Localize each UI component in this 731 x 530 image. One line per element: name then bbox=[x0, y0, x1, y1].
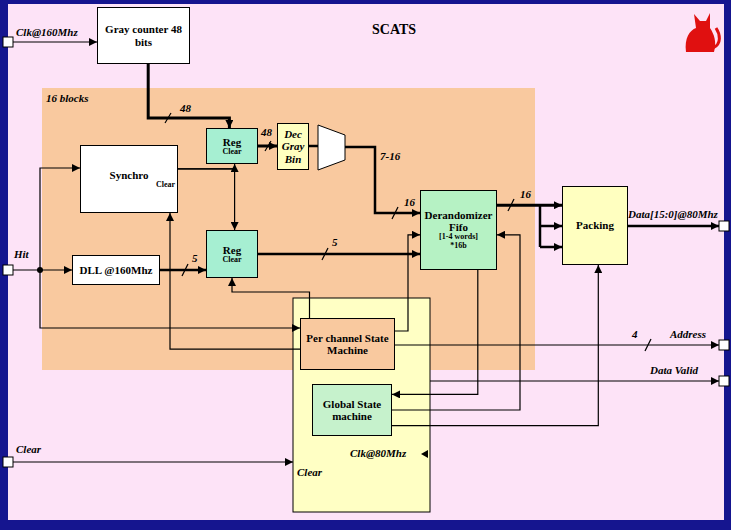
signal-connector bbox=[258, 253, 420, 256]
logic-block: Per channel State Machine bbox=[300, 318, 395, 370]
bus-wire bbox=[309, 145, 318, 148]
address-wire bbox=[395, 344, 719, 345]
port-square bbox=[719, 221, 729, 231]
port-square bbox=[3, 265, 13, 275]
logic-block: RegClear bbox=[206, 128, 258, 164]
signal-label: Data Valid bbox=[650, 364, 698, 376]
logic-block: SynchroClear bbox=[80, 145, 178, 213]
block-heading: 16 blocks bbox=[46, 92, 88, 104]
junction-dot bbox=[37, 267, 43, 273]
signal-connector bbox=[395, 235, 420, 331]
region-fill bbox=[8, 4, 724, 520]
cat-icon bbox=[686, 13, 720, 52]
data-out-wire bbox=[628, 225, 719, 228]
logic-block: RegClear bbox=[206, 230, 258, 278]
block-text: Reg bbox=[223, 244, 241, 256]
block-text: Dec Gray Bin bbox=[279, 128, 307, 164]
bus-slash bbox=[322, 248, 328, 260]
bus-slash bbox=[265, 141, 271, 151]
block-heading: Clk@80Mhz bbox=[350, 447, 406, 459]
block-text: Per channel State Machine bbox=[303, 332, 392, 356]
signal-connector bbox=[392, 265, 598, 426]
region-fill bbox=[42, 88, 535, 370]
clock-arrow bbox=[421, 450, 428, 458]
bus-wire bbox=[539, 205, 542, 247]
signal-label: 16 bbox=[520, 188, 531, 200]
signal-label: 48 bbox=[261, 126, 272, 138]
signal-label: 4 bbox=[632, 328, 638, 340]
bus-slash bbox=[165, 113, 171, 123]
block-text: *16b bbox=[450, 242, 466, 251]
bus-slash bbox=[392, 207, 398, 219]
bus-slash bbox=[508, 199, 514, 211]
logic-block: Global State machine bbox=[312, 384, 392, 436]
region-fills bbox=[8, 4, 724, 520]
block-text: Synchro bbox=[110, 169, 149, 181]
signal-label: Clk@160Mhz bbox=[16, 26, 78, 38]
port-square bbox=[719, 376, 729, 386]
block-text: Derandomizer Fifo bbox=[422, 209, 495, 233]
channel-band: 16 blocksSynchroClearDLL @160MhzRegClear… bbox=[42, 88, 535, 370]
block-text: Clear bbox=[222, 256, 241, 265]
block-text: Reg bbox=[223, 136, 241, 148]
clear-wire bbox=[13, 461, 293, 462]
signal-connector bbox=[148, 64, 229, 128]
block-text: [1-4 words] bbox=[439, 233, 478, 242]
signal-connector bbox=[258, 145, 277, 148]
control-block: Clear Clk@80Mhz Per channel State MachineG… bbox=[293, 298, 430, 512]
static-wires bbox=[13, 42, 719, 462]
signal-connector bbox=[178, 169, 235, 230]
logic-block: Gray counter 48 bits bbox=[97, 7, 190, 64]
port-square bbox=[3, 37, 13, 47]
block-text: Packing bbox=[576, 219, 614, 231]
block-text: Clear bbox=[222, 148, 241, 157]
block-heading: Clear bbox=[297, 466, 322, 478]
port-square bbox=[3, 457, 13, 467]
signal-connector bbox=[160, 269, 206, 272]
bus-wire bbox=[540, 225, 562, 228]
logic-block: Derandomizer Fifo[1-4 words]*16b bbox=[420, 190, 497, 270]
signal-label: Hit bbox=[14, 248, 29, 260]
signal-connector bbox=[170, 213, 300, 349]
bus-wire bbox=[540, 246, 562, 249]
signal-label: Clear bbox=[16, 443, 41, 455]
logic-block: Dec Gray Bin bbox=[277, 123, 309, 170]
signal-label: Data[15:0]@80Mhz bbox=[628, 208, 718, 220]
signal-label: 48 bbox=[180, 102, 191, 114]
bus-wire bbox=[345, 147, 420, 213]
multiplexer-symbol bbox=[318, 125, 345, 170]
block-text: DLL @160Mhz bbox=[80, 264, 153, 276]
chip-panel: SCATS16 blocksSynchroClearDLL @160MhzReg… bbox=[8, 4, 724, 520]
signal-label: 16 bbox=[404, 196, 415, 208]
signal-connector bbox=[178, 164, 235, 169]
block-heading: SCATS bbox=[372, 22, 416, 37]
clock-wire bbox=[13, 41, 97, 42]
hit-wire bbox=[13, 269, 72, 270]
signal-label: Address bbox=[670, 328, 706, 340]
logic-block: Packing bbox=[562, 186, 628, 265]
bus-slash bbox=[645, 339, 651, 351]
region-fill bbox=[293, 298, 430, 512]
block-text: Clear bbox=[156, 181, 175, 190]
signal-label: 7-16 bbox=[380, 150, 400, 162]
port-square bbox=[719, 340, 729, 350]
signal-label: 5 bbox=[332, 236, 338, 248]
block-text: Gray counter 48 bits bbox=[100, 23, 187, 47]
bus-slash bbox=[182, 264, 188, 276]
signal-label: 5 bbox=[192, 252, 198, 264]
logic-block: DLL @160Mhz bbox=[72, 255, 160, 285]
block-text: Global State machine bbox=[315, 398, 389, 422]
data-valid-wire bbox=[430, 380, 719, 381]
signal-connector bbox=[232, 278, 310, 318]
port-squares bbox=[3, 37, 729, 467]
signal-connector bbox=[497, 204, 562, 207]
signal-connector bbox=[392, 270, 478, 394]
